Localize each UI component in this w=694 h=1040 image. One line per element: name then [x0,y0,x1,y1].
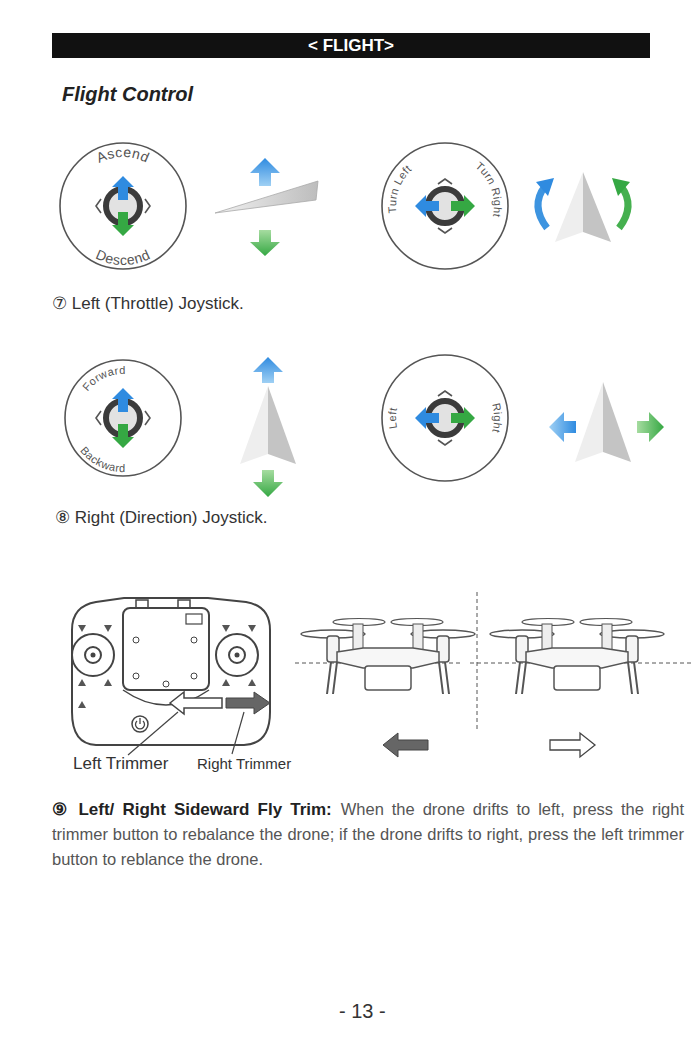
svg-text:Turn Right: Turn Right [473,159,504,218]
joystick-label: Turn Right [473,159,504,218]
joystick-label: Right [490,402,504,434]
svg-text:Backward: Backward [78,444,125,474]
joystick-label: Left [386,406,399,429]
trim-paragraph: ⑨ Left/ Right Sideward Fly Trim:When the… [52,797,684,872]
joystick-circle: Left Right [378,351,512,485]
joystick-label: Backward [78,444,125,474]
joystick-caption: ⑧ Right (Direction) Joystick. [55,507,267,528]
svg-text:Right: Right [490,402,504,434]
joystick-drawing: ForwardBackward [61,356,185,480]
svg-text:Ascend: Ascend [94,144,152,166]
trim-heading: ⑨ Left/ Right Sideward Fly Trim: [52,800,332,819]
joystick-caption: ⑦ Left (Throttle) Joystick. [52,293,244,314]
joystick-label: Ascend [94,144,152,166]
joystick-circle: Turn Left Turn Right [378,139,512,273]
trimmer-label: Right Trimmer [197,755,291,772]
joystick-drawing: Left Right [378,351,512,485]
svg-text:Turn Left: Turn Left [386,162,414,213]
trimmer-label: Left Trimmer [73,754,168,774]
svg-text:Forward: Forward [80,364,126,393]
joystick-drawing: AscendDescend [56,139,190,273]
joystick-label: Forward [80,364,126,393]
section-heading: Flight Control [62,83,193,106]
joystick-circle: AscendDescend [56,139,190,273]
title-band: < FLIGHT> [52,33,650,58]
joystick-circle: ForwardBackward [61,356,185,480]
joystick-label: Descend [93,246,152,268]
svg-text:Descend: Descend [93,246,152,268]
joystick-label: Turn Left [386,162,414,213]
page-number: - 13 - [339,1000,386,1023]
joystick-drawing: Turn Left Turn Right [378,139,512,273]
svg-text:Left: Left [386,406,399,429]
title-text: < FLIGHT> [308,36,394,56]
